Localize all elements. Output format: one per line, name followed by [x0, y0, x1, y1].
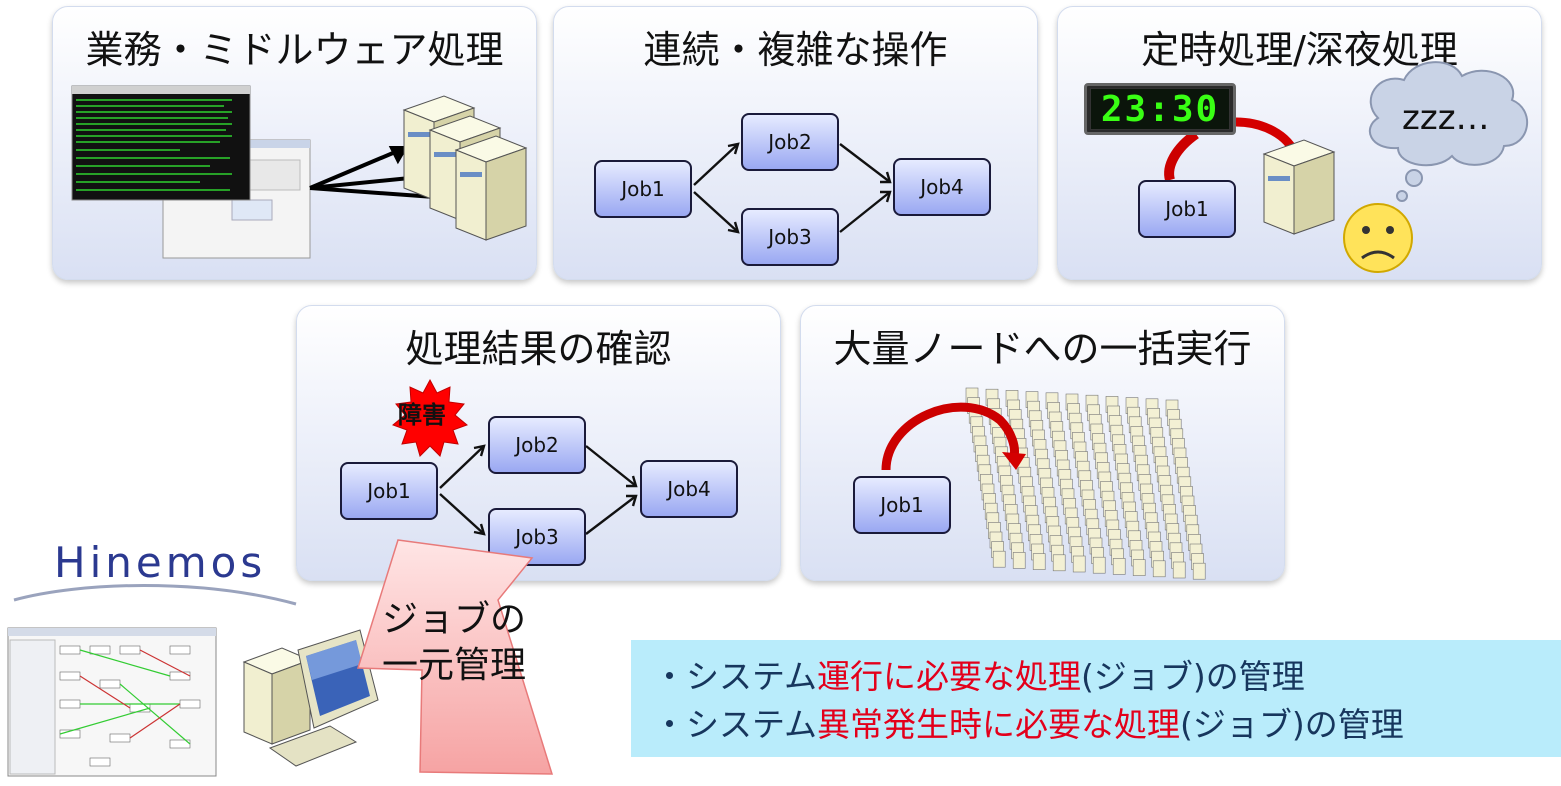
thought-cloud-icon [1368, 61, 1529, 202]
info-line-2: ・システム異常発生時に必要な処理(ジョブ)の管理 [653, 698, 1404, 746]
node-server-icon [1052, 554, 1066, 572]
clock-display: 23:30 [1090, 88, 1230, 130]
info-line-1-prefix: ・システム [653, 657, 818, 696]
job-map-screenshot-icon [7, 627, 217, 777]
info-line-2-suffix: (ジョブ)の管理 [1180, 705, 1404, 744]
job-node: Job4 [640, 460, 738, 518]
big-arrow-icon [356, 539, 554, 775]
failure-label: 障害 [398, 401, 446, 429]
job-node: Job4 [893, 158, 991, 216]
node-server-icon [1172, 561, 1186, 579]
server-icon [1262, 139, 1336, 235]
digital-clock: 23:30 [1084, 83, 1236, 135]
info-box: ・システム運行に必要な処理(ジョブ)の管理 ・システム異常発生時に必要な処理(ジ… [631, 640, 1561, 757]
computer-icon [242, 629, 379, 767]
failure-burst-icon [392, 378, 468, 457]
node-server-icon [992, 550, 1006, 568]
job-node: Job1 [1138, 180, 1236, 238]
job-node: Job1 [340, 462, 438, 520]
node-server-icon [1072, 555, 1086, 573]
info-line-1-highlight: 運行に必要な処理 [817, 657, 1082, 696]
node-server-icon [1012, 552, 1026, 569]
job-node: Job3 [741, 208, 839, 266]
node-server-icon [1192, 562, 1206, 580]
hinemos-logo: Hinemos [54, 538, 267, 587]
job-node: Job3 [488, 508, 586, 566]
panel-bulk-title: 大量ノードへの一括実行 [833, 327, 1252, 371]
arrow-label-line1: ジョブの [382, 599, 527, 640]
panel-business-title: 業務・ミドルウェア処理 [85, 28, 504, 72]
info-line-1-suffix: (ジョブ)の管理 [1081, 657, 1305, 696]
info-line-2-highlight: 異常発生時に必要な処理 [817, 705, 1181, 744]
node-server-icon [1132, 559, 1146, 576]
panel-scheduled-title: 定時処理/深夜処理 [1141, 28, 1458, 72]
node-server-icon [1032, 553, 1046, 570]
node-server-icon [1152, 560, 1166, 578]
server-rack-icon [402, 95, 528, 241]
info-line-2-prefix: ・システム [653, 705, 818, 744]
job-node: Job2 [741, 113, 839, 171]
server-grid-icon [965, 387, 1206, 580]
job-node: Job1 [853, 476, 951, 534]
info-line-1: ・システム運行に必要な処理(ジョブ)の管理 [653, 650, 1305, 698]
node-server-icon [1092, 556, 1106, 574]
job-node: Job2 [488, 416, 586, 474]
node-server-icon [1112, 558, 1126, 575]
panel-sequential-title: 連続・複雑な操作 [643, 28, 948, 72]
arrow-label-line2: 一元管理 [382, 645, 527, 686]
sleep-text: zzz… [1402, 98, 1490, 138]
sad-face-icon [1343, 203, 1413, 273]
job-node: Job1 [594, 160, 692, 218]
terminal-icon [71, 85, 251, 201]
panel-result-title: 処理結果の確認 [405, 327, 672, 371]
